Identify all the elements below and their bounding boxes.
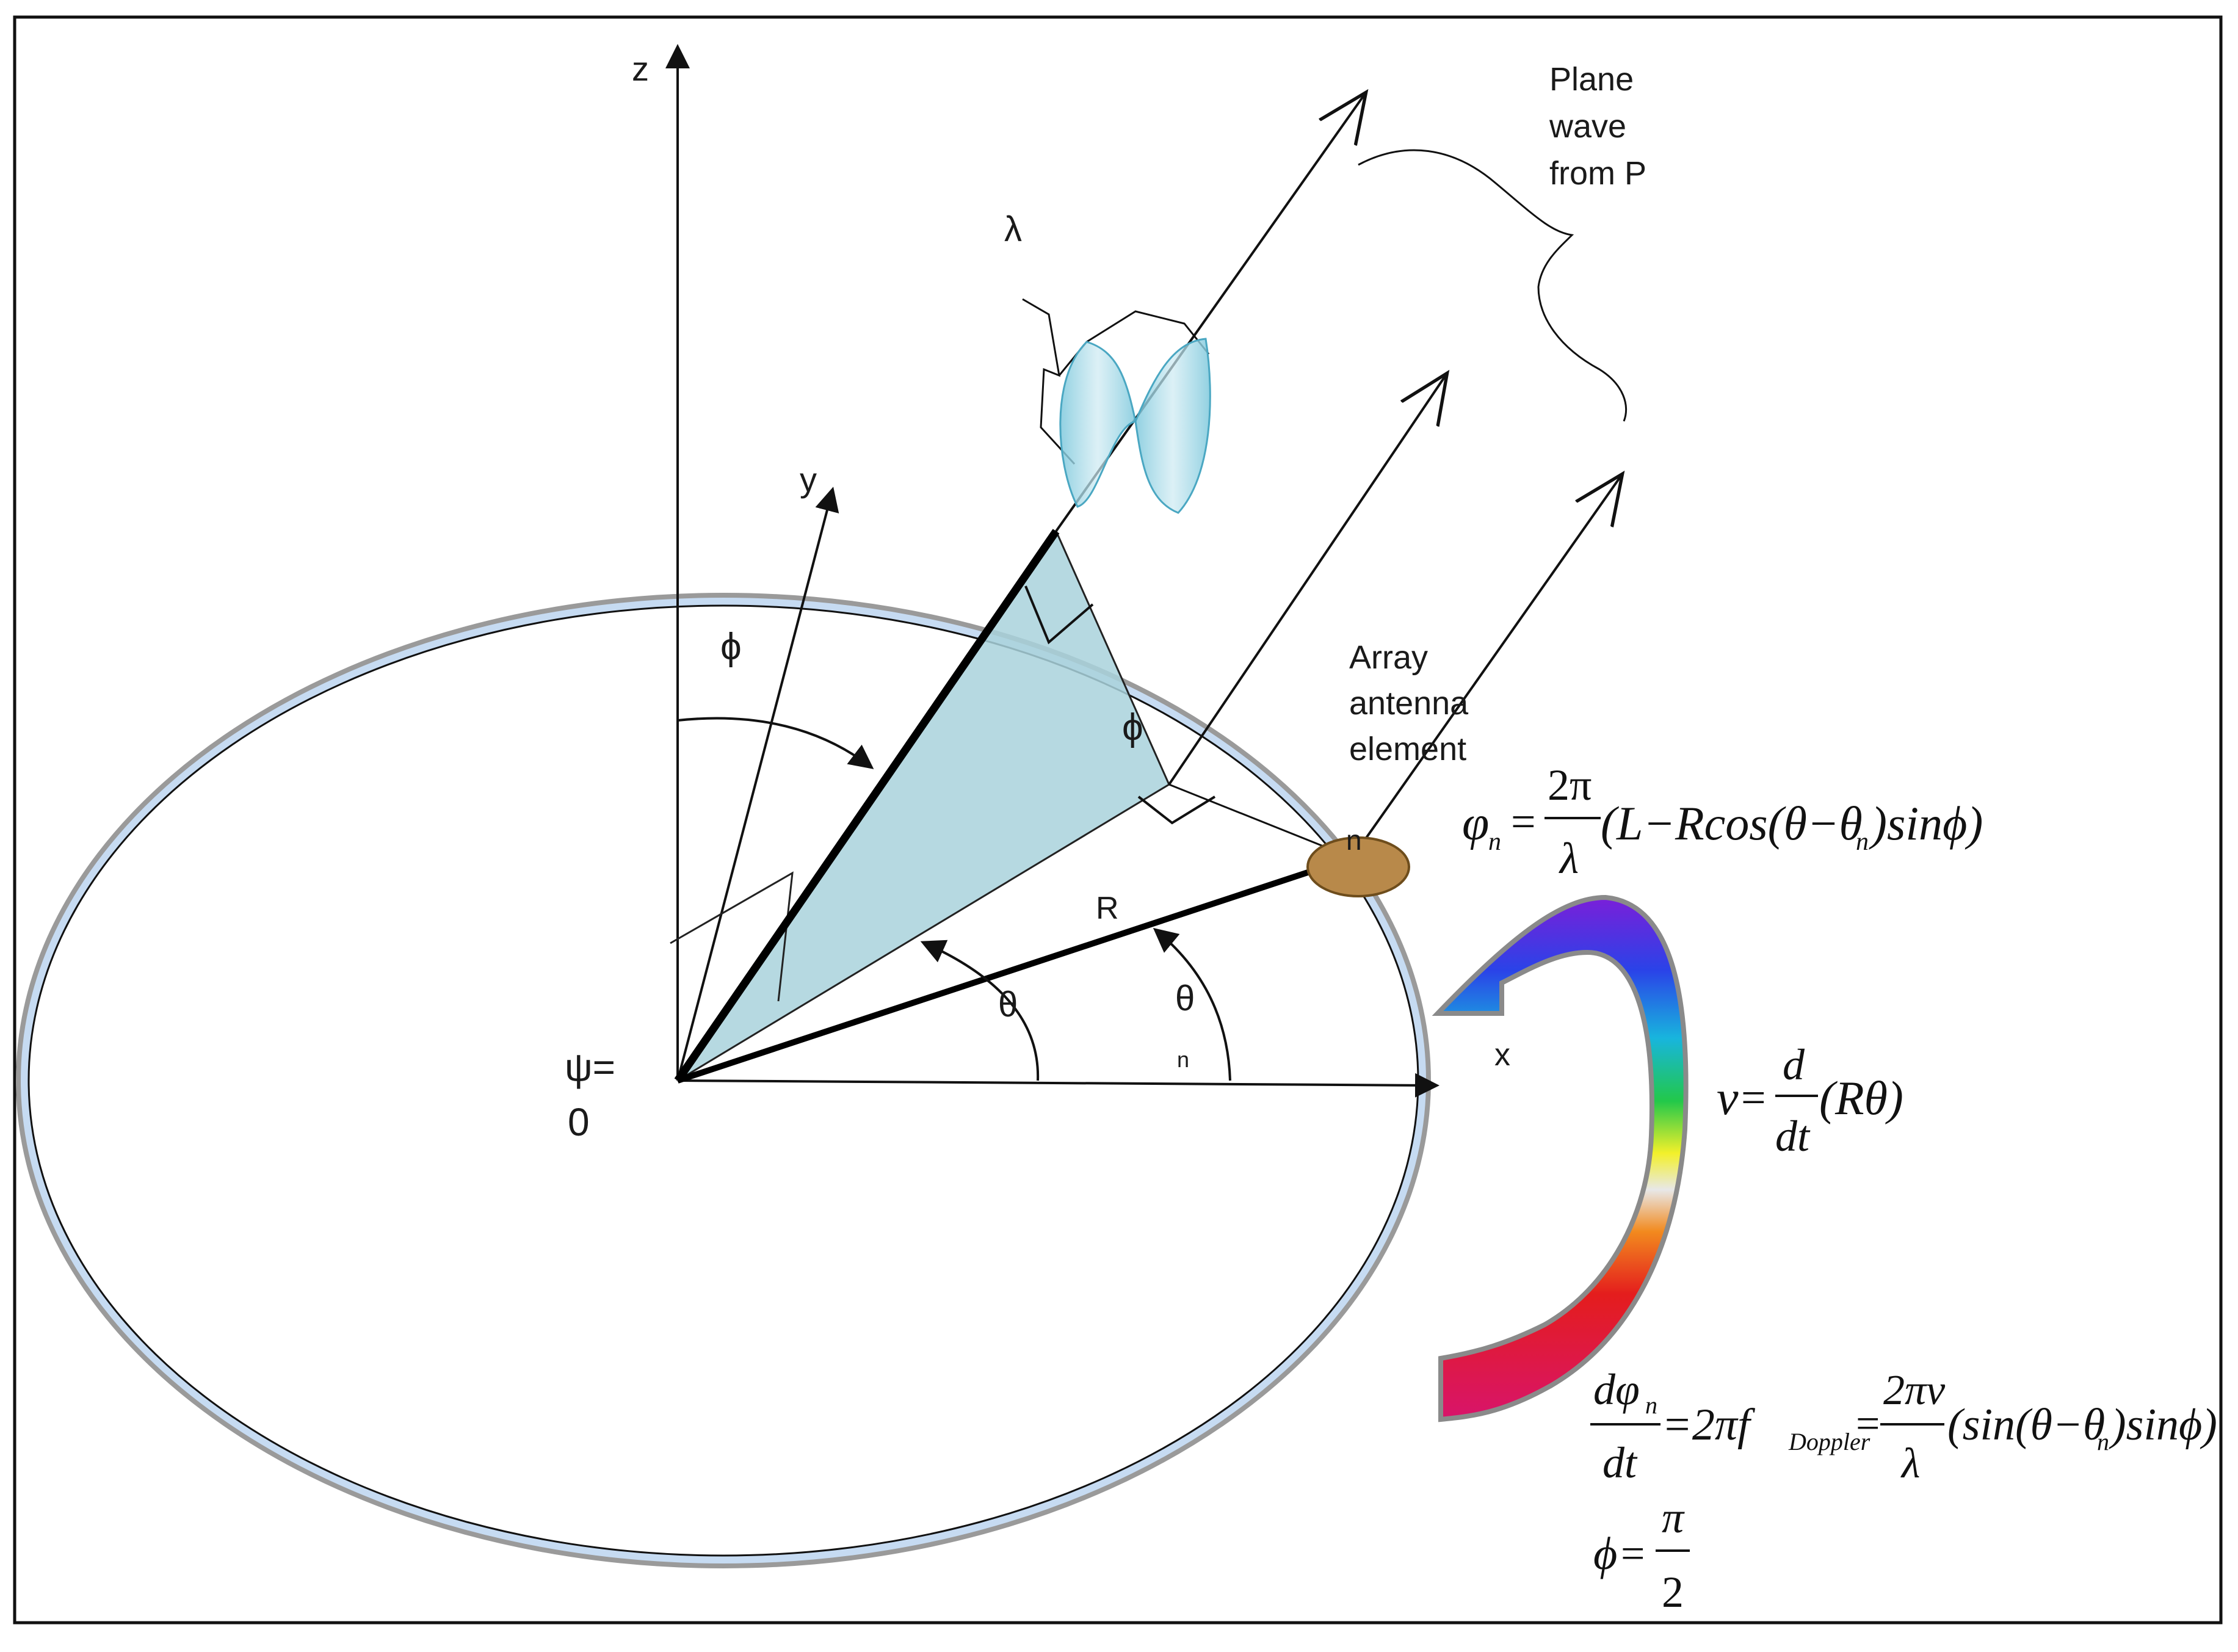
velocity-eq-num: d: [1783, 1040, 1805, 1089]
psi-label-line1: ψ=: [565, 1045, 615, 1089]
theta-n-subscript: n: [1177, 1047, 1189, 1072]
phi-eq-lhs: ϕ: [1593, 1528, 1617, 1579]
element-index-label: n: [1346, 824, 1362, 856]
plane-wave-label-line3: from P: [1549, 155, 1646, 192]
theta-n-angle-arc: [1153, 927, 1231, 1081]
right-angle-marker-top: [1024, 585, 1094, 645]
radius-line: [676, 855, 1353, 1084]
doppler-eq-equals2: =: [1856, 1400, 1880, 1447]
phase-eq-num: 2π: [1548, 761, 1592, 810]
motion-direction-arrow: [1432, 894, 1689, 1422]
phase-eq-lhs: φ: [1462, 797, 1489, 850]
y-axis: [676, 487, 839, 1081]
projection-bracket: [670, 871, 794, 1002]
direction-line-bold: [674, 529, 1060, 1083]
x-axis-label: x: [1494, 1037, 1510, 1073]
plane-wave-label-line2: wave: [1549, 108, 1626, 145]
phi-value-equation: ϕ = π 2: [1593, 1493, 1690, 1617]
z-axis-label: z: [632, 49, 649, 88]
doppler-eq-rhs: (sin(θ−θ: [1947, 1400, 2105, 1450]
y-axis-label: y: [800, 460, 817, 499]
doppler-eq-num-sub: n: [1645, 1391, 1657, 1419]
velocity-eq-rhs: (Rθ): [1819, 1071, 1903, 1125]
phase-eq-rhs-sub: n: [1856, 828, 1869, 856]
array-element-label-line3: element: [1349, 731, 1466, 767]
wave-lobe-right: [1134, 338, 1211, 514]
velocity-equation: v = d dt (Rθ): [1717, 1040, 1903, 1161]
plane-wave-brace: [1358, 149, 1628, 422]
array-element-label-line1: Array: [1349, 639, 1428, 676]
phi-eq-equals: =: [1621, 1531, 1645, 1578]
velocity-eq-den: dt: [1775, 1112, 1811, 1161]
doppler-eq-num: dφ: [1593, 1365, 1640, 1414]
wave-lobe-left: [1059, 341, 1137, 508]
doppler-eq-rhs-tail: )sinϕ): [2109, 1400, 2217, 1450]
phase-equation: φ n = 2π λ (L−Rcos(θ−θ n )sinϕ): [1462, 761, 1983, 883]
velocity-eq-lhs: v: [1717, 1071, 1739, 1125]
phi-label-mid: ϕ: [1122, 706, 1143, 748]
doppler-eq-rhs-sub: n: [2097, 1428, 2109, 1455]
phi-label-top: ϕ: [720, 626, 742, 668]
array-element-label-line2: antenna: [1349, 685, 1469, 722]
phase-eq-rhs-tail: )sinϕ): [1869, 797, 1983, 850]
psi-label-line2: 0: [568, 1100, 590, 1144]
wave-ray-2: [1168, 375, 1446, 786]
doppler-eq-mid: =2πf: [1662, 1400, 1756, 1450]
theta-n-label: θ: [1175, 979, 1195, 1018]
frame-border: [13, 15, 2223, 1625]
doppler-eq-den2: λ: [1900, 1440, 1920, 1487]
doppler-eq-mid-sub: Doppler: [1788, 1428, 1870, 1455]
theta-label: θ: [998, 985, 1018, 1024]
wavelength-label: λ: [1004, 209, 1022, 249]
phi-angle-arc: [677, 717, 874, 769]
wave-ray-3: [1351, 476, 1621, 859]
doppler-eq-den: dt: [1602, 1438, 1638, 1487]
doppler-equation: dφ n dt =2πf Doppler = 2πv λ (sin(θ−θ n …: [1590, 1365, 2217, 1487]
array-antenna-element: [1306, 836, 1410, 897]
right-angle-marker-bottom: [1137, 795, 1216, 825]
phi-eq-num: π: [1662, 1493, 1685, 1542]
radius-label: R: [1096, 891, 1119, 926]
phase-eq-den: λ: [1559, 834, 1579, 883]
plane-wave-label-line1: Plane: [1549, 61, 1634, 98]
phase-eq-rhs: (L−Rcos(θ−θ: [1601, 797, 1863, 850]
phase-eq-lhs-sub: n: [1488, 828, 1501, 856]
theta-angle-arc: [920, 940, 1040, 1081]
lambda-bracket: [1022, 298, 1076, 465]
doppler-eq-num2: 2πv: [1883, 1367, 1946, 1414]
velocity-eq-equals: =: [1741, 1073, 1766, 1122]
phase-eq-equals: =: [1511, 797, 1536, 846]
phi-eq-den: 2: [1662, 1568, 1684, 1617]
x-axis: [677, 1073, 1439, 1098]
